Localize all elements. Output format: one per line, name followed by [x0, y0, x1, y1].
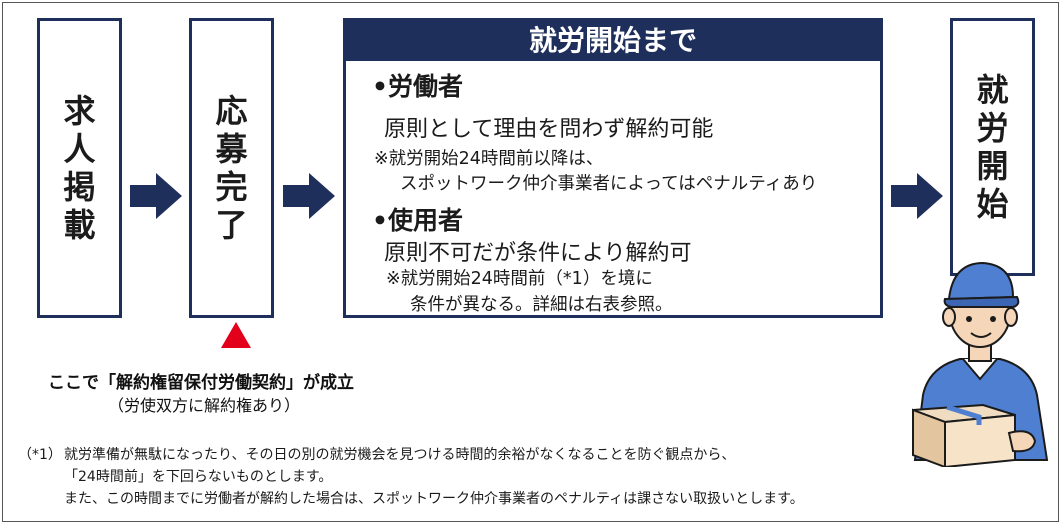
step-char: 完 — [215, 168, 248, 206]
right-arrow-icon — [283, 173, 335, 219]
step-char: 求 — [63, 92, 96, 130]
contract-establishment-note: ここで「解約権留保付労働契約」が成立 — [48, 373, 354, 393]
step-char: 労 — [976, 109, 1009, 147]
employer-note-1: ※就労開始24時間前（*1）を境に — [386, 269, 653, 289]
employer-heading: •使用者 — [372, 206, 463, 235]
step-char: 人 — [63, 130, 96, 168]
step-char: 始 — [976, 185, 1009, 223]
employer-description: 原則不可だが条件により解約可 — [384, 241, 692, 266]
footnote-line-1: 就労準備が無駄になったり、その日の別の就労機会を見つける時間的余裕がなくなること… — [64, 447, 736, 463]
step-char: 就 — [976, 71, 1009, 109]
step-char: 開 — [976, 147, 1009, 185]
worker-description: 原則として理由を問わず解約可能 — [384, 117, 714, 142]
step-work-start: 就 労 開 始 — [950, 18, 1035, 276]
footnote-line-2: 「24時間前」を下回らないものとします。 — [64, 469, 333, 485]
step-application-complete: 応 募 完 了 — [189, 18, 274, 318]
footnote-marker: （*1） — [18, 447, 62, 463]
worker-heading: •労働者 — [372, 72, 463, 101]
step-char: 応 — [215, 92, 248, 130]
worker-note-2: スポットワーク仲介事業者によってはペナルティあり — [400, 174, 818, 194]
employer-note-2: 条件が異なる。詳細は右表参照。 — [410, 295, 673, 315]
panel-header: 就労開始まで — [346, 21, 880, 61]
footnote-line-3: また、この時間までに労働者が解約した場合は、スポットワーク仲介事業者のペナルティ… — [64, 491, 804, 507]
step-char: 了 — [215, 206, 248, 244]
until-work-start-panel: 就労開始まで •労働者 原則として理由を問わず解約可能 ※就労開始24時間前以降… — [343, 18, 883, 318]
contract-establishment-subnote: （労使双方に解約権あり） — [108, 396, 301, 415]
step-job-posting: 求 人 掲 載 — [37, 18, 122, 318]
step-char: 募 — [215, 130, 248, 168]
right-arrow-icon — [130, 173, 182, 219]
worker-note-1: ※就労開始24時間前以降は、 — [374, 149, 604, 169]
step-char: 掲 — [63, 168, 96, 206]
delivery-worker-illustration — [912, 261, 1049, 467]
right-arrow-icon — [891, 173, 943, 219]
triangle-up-icon — [221, 322, 251, 348]
step-char: 載 — [63, 206, 96, 244]
